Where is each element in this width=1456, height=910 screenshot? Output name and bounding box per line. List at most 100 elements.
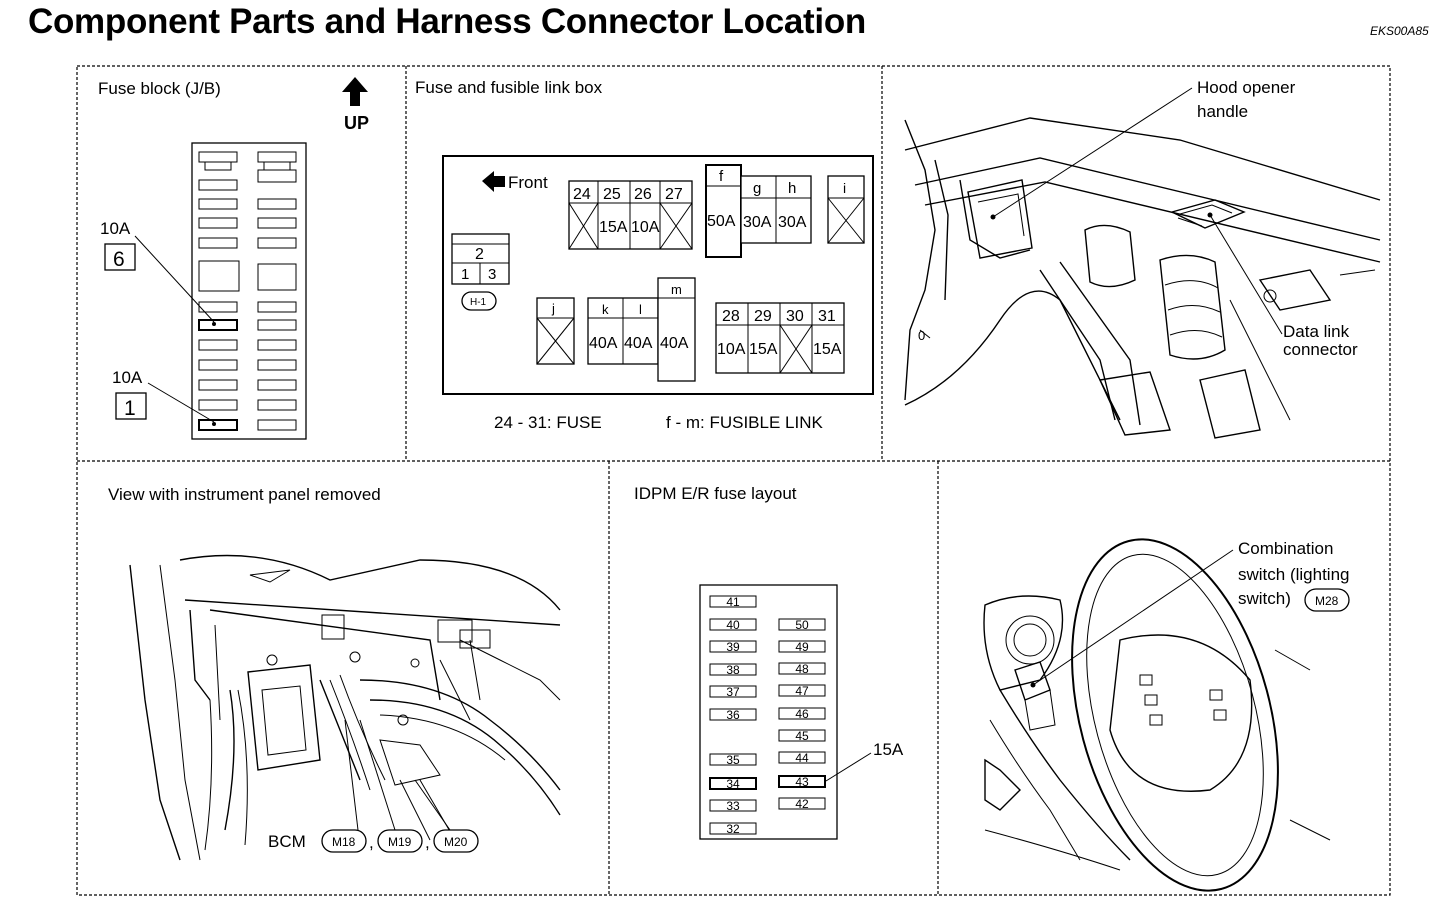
svg-text:28: 28: [722, 308, 740, 325]
connector-h1: [461, 291, 497, 311]
connector-m19: [377, 829, 423, 853]
fuse-block-panel: Fuse block (J/B) UP: [98, 77, 369, 440]
bcm-label: BCM: [268, 832, 306, 851]
idpm-fuse-slot: [709, 595, 757, 608]
data-link-leader: [1209, 214, 1283, 335]
idpm-fuse-number: 32: [726, 822, 740, 836]
idpm-fuse-number: 36: [726, 708, 740, 722]
idpm-fuse-slot: [778, 775, 826, 788]
idpm-fuse-number: 50: [795, 618, 809, 632]
idpm-fuse-number: 39: [726, 640, 740, 654]
up-label: UP: [344, 113, 369, 133]
svg-text:i: i: [843, 180, 846, 196]
svg-text:40A: 40A: [624, 335, 653, 352]
idpm-fuse-slot: [709, 618, 757, 631]
idpm-fuse-number: 35: [726, 753, 740, 767]
svg-text:15A: 15A: [599, 219, 628, 236]
instrument-panel-view: View with instrument panel removed: [108, 485, 561, 861]
svg-text:15A: 15A: [813, 341, 842, 358]
svg-text:10A: 10A: [631, 219, 660, 236]
svg-text:10A: 10A: [717, 341, 746, 358]
separator-1: ,: [369, 833, 374, 852]
svg-text:25: 25: [603, 186, 621, 203]
connector-h1-label: H-1: [470, 297, 487, 308]
fuse-6-leader: [134, 235, 215, 323]
fusible-link-m: m 40A: [657, 277, 696, 382]
idpm-fuse-number: 33: [726, 799, 740, 813]
idpm-fuse-slot: [778, 729, 826, 742]
up-arrow-icon: [342, 77, 368, 106]
idpm-15a-leader: [825, 752, 872, 782]
svg-text:l: l: [639, 302, 642, 317]
svg-text:15A: 15A: [749, 341, 778, 358]
idpm-fuse-number: 34: [726, 777, 740, 791]
fuse-block-diagram: [191, 142, 307, 440]
idpm-fuse-slot: [778, 684, 826, 697]
fusible-link-j: j: [536, 297, 575, 365]
svg-text:30A: 30A: [743, 214, 772, 231]
fusible-box-outline: [442, 155, 874, 395]
hood-opener-leader: [992, 87, 1193, 218]
fuse-6-number: 6: [113, 248, 125, 271]
fuse-1-amp: 10A: [112, 368, 143, 387]
front-label: Front: [508, 173, 548, 192]
idpm-panel: IDPM E/R fuse layout 4140393837363534333…: [634, 484, 904, 840]
bcm-illustration: [129, 554, 561, 861]
front-arrow-icon: [482, 171, 505, 192]
idpm-fuse-number: 40: [726, 618, 740, 632]
fusible-link-i: i: [827, 175, 865, 244]
svg-text:24: 24: [573, 186, 591, 203]
combination-switch-label-line1: Combination: [1238, 539, 1333, 558]
idpm-fuse-slot: [709, 753, 757, 766]
fuse-block-title: Fuse block (J/B): [98, 79, 221, 98]
document-code: EKS00A85: [1370, 24, 1429, 38]
connector-m19-label: M19: [388, 835, 412, 849]
fuse-1-box: [115, 392, 147, 420]
svg-text:30A: 30A: [778, 214, 807, 231]
fusible-link-panel: Fuse and fusible link box Front 2 1 3 H-…: [415, 78, 874, 432]
idpm-fuse-slot: [709, 685, 757, 698]
fusible-box-title: Fuse and fusible link box: [415, 78, 603, 97]
idpm-fuse-number: 49: [795, 640, 809, 654]
svg-text:29: 29: [754, 308, 772, 325]
svg-text:0: 0: [918, 328, 925, 343]
bcm-leader-m19: [359, 719, 396, 831]
idpm-fuse-slot: [709, 640, 757, 653]
idpm-15a-label: 15A: [873, 740, 904, 759]
idpm-fuse-slot: [709, 822, 757, 835]
hood-opener-label-line1: Hood opener: [1197, 78, 1296, 97]
svg-text:2: 2: [475, 246, 484, 263]
idpm-fuse-slot: [709, 708, 757, 721]
fuse-row-28-31: 28 29 30 31 10A 15A 15A: [715, 302, 845, 374]
hood-opener-panel: 0 Hood opener handle D: [904, 78, 1381, 439]
idpm-fuse-number: 48: [795, 662, 809, 676]
svg-text:h: h: [788, 180, 796, 197]
idpm-fuse-number: 45: [795, 729, 809, 743]
instrument-panel-title: View with instrument panel removed: [108, 485, 381, 504]
relay-2: 2 1 3: [451, 233, 510, 285]
idpm-fuse-number: 46: [795, 707, 809, 721]
idpm-fuse-slot: [778, 662, 826, 675]
data-link-label-line2: connector: [1283, 340, 1358, 359]
idpm-fuse-slot: [709, 663, 757, 676]
svg-text:f: f: [719, 168, 724, 185]
fuse-1-leader: [147, 382, 215, 423]
idpm-fuse-number: 43: [795, 775, 809, 789]
fuse-6-amp: 10A: [100, 219, 131, 238]
svg-text:40A: 40A: [589, 335, 618, 352]
idpm-fuse-number: 38: [726, 663, 740, 677]
svg-text:g: g: [753, 180, 761, 197]
idpm-fuse-number: 47: [795, 684, 809, 698]
connector-m18-label: M18: [332, 835, 356, 849]
fusible-link-f: f 50A: [705, 164, 742, 258]
svg-text:1: 1: [461, 266, 469, 283]
svg-text:40A: 40A: [660, 335, 689, 352]
idpm-fuse-slot: [778, 707, 826, 720]
bcm-leader-m18: [344, 719, 359, 831]
svg-text:3: 3: [488, 266, 496, 283]
idpm-fuse-number: 42: [795, 797, 809, 811]
idpm-fuse-slot: [709, 777, 757, 790]
